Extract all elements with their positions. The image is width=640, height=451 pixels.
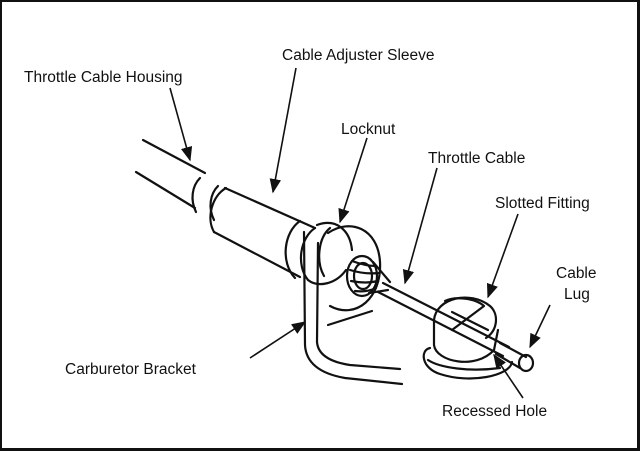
- leader-arrows: [169, 67, 551, 399]
- bracket-leader-arrow: [249, 321, 307, 359]
- bracket-drawing: [302, 225, 404, 386]
- cable-housing-drawing: [134, 138, 220, 222]
- cable-lug-leader-arrow: [529, 304, 551, 349]
- sleeve-leader-arrow: [269, 67, 297, 194]
- throttle-cable-leader-arrow: [402, 167, 438, 285]
- label-carburetor-bracket: Carburetor Bracket: [65, 361, 197, 378]
- thread-drawing: [345, 254, 392, 298]
- label-cable-lug-line1: Cable: [556, 265, 597, 282]
- label-throttle-cable-housing: Throttle Cable Housing: [24, 69, 183, 86]
- slotted-fitting-drawing: [422, 296, 514, 380]
- label-throttle-cable: Throttle Cable: [428, 150, 525, 167]
- label-cable-adjuster-sleeve: Cable Adjuster Sleeve: [282, 47, 435, 64]
- label-recessed-hole: Recessed Hole: [442, 403, 547, 420]
- adjuster-sleeve-drawing: [209, 186, 317, 282]
- housing-leader-arrow: [169, 87, 193, 162]
- labels: Throttle Cable Housing Cable Adjuster Sl…: [24, 47, 597, 420]
- recessed-hole-leader-arrow: [493, 353, 524, 399]
- label-locknut: Locknut: [341, 121, 396, 138]
- label-cable-lug-line2: Lug: [564, 286, 590, 303]
- locknut-leader-arrow: [338, 137, 368, 224]
- cable-assembly-illustration: [134, 138, 535, 386]
- label-slotted-fitting: Slotted Fitting: [495, 195, 590, 212]
- slotted-fitting-leader-arrow: [486, 213, 519, 299]
